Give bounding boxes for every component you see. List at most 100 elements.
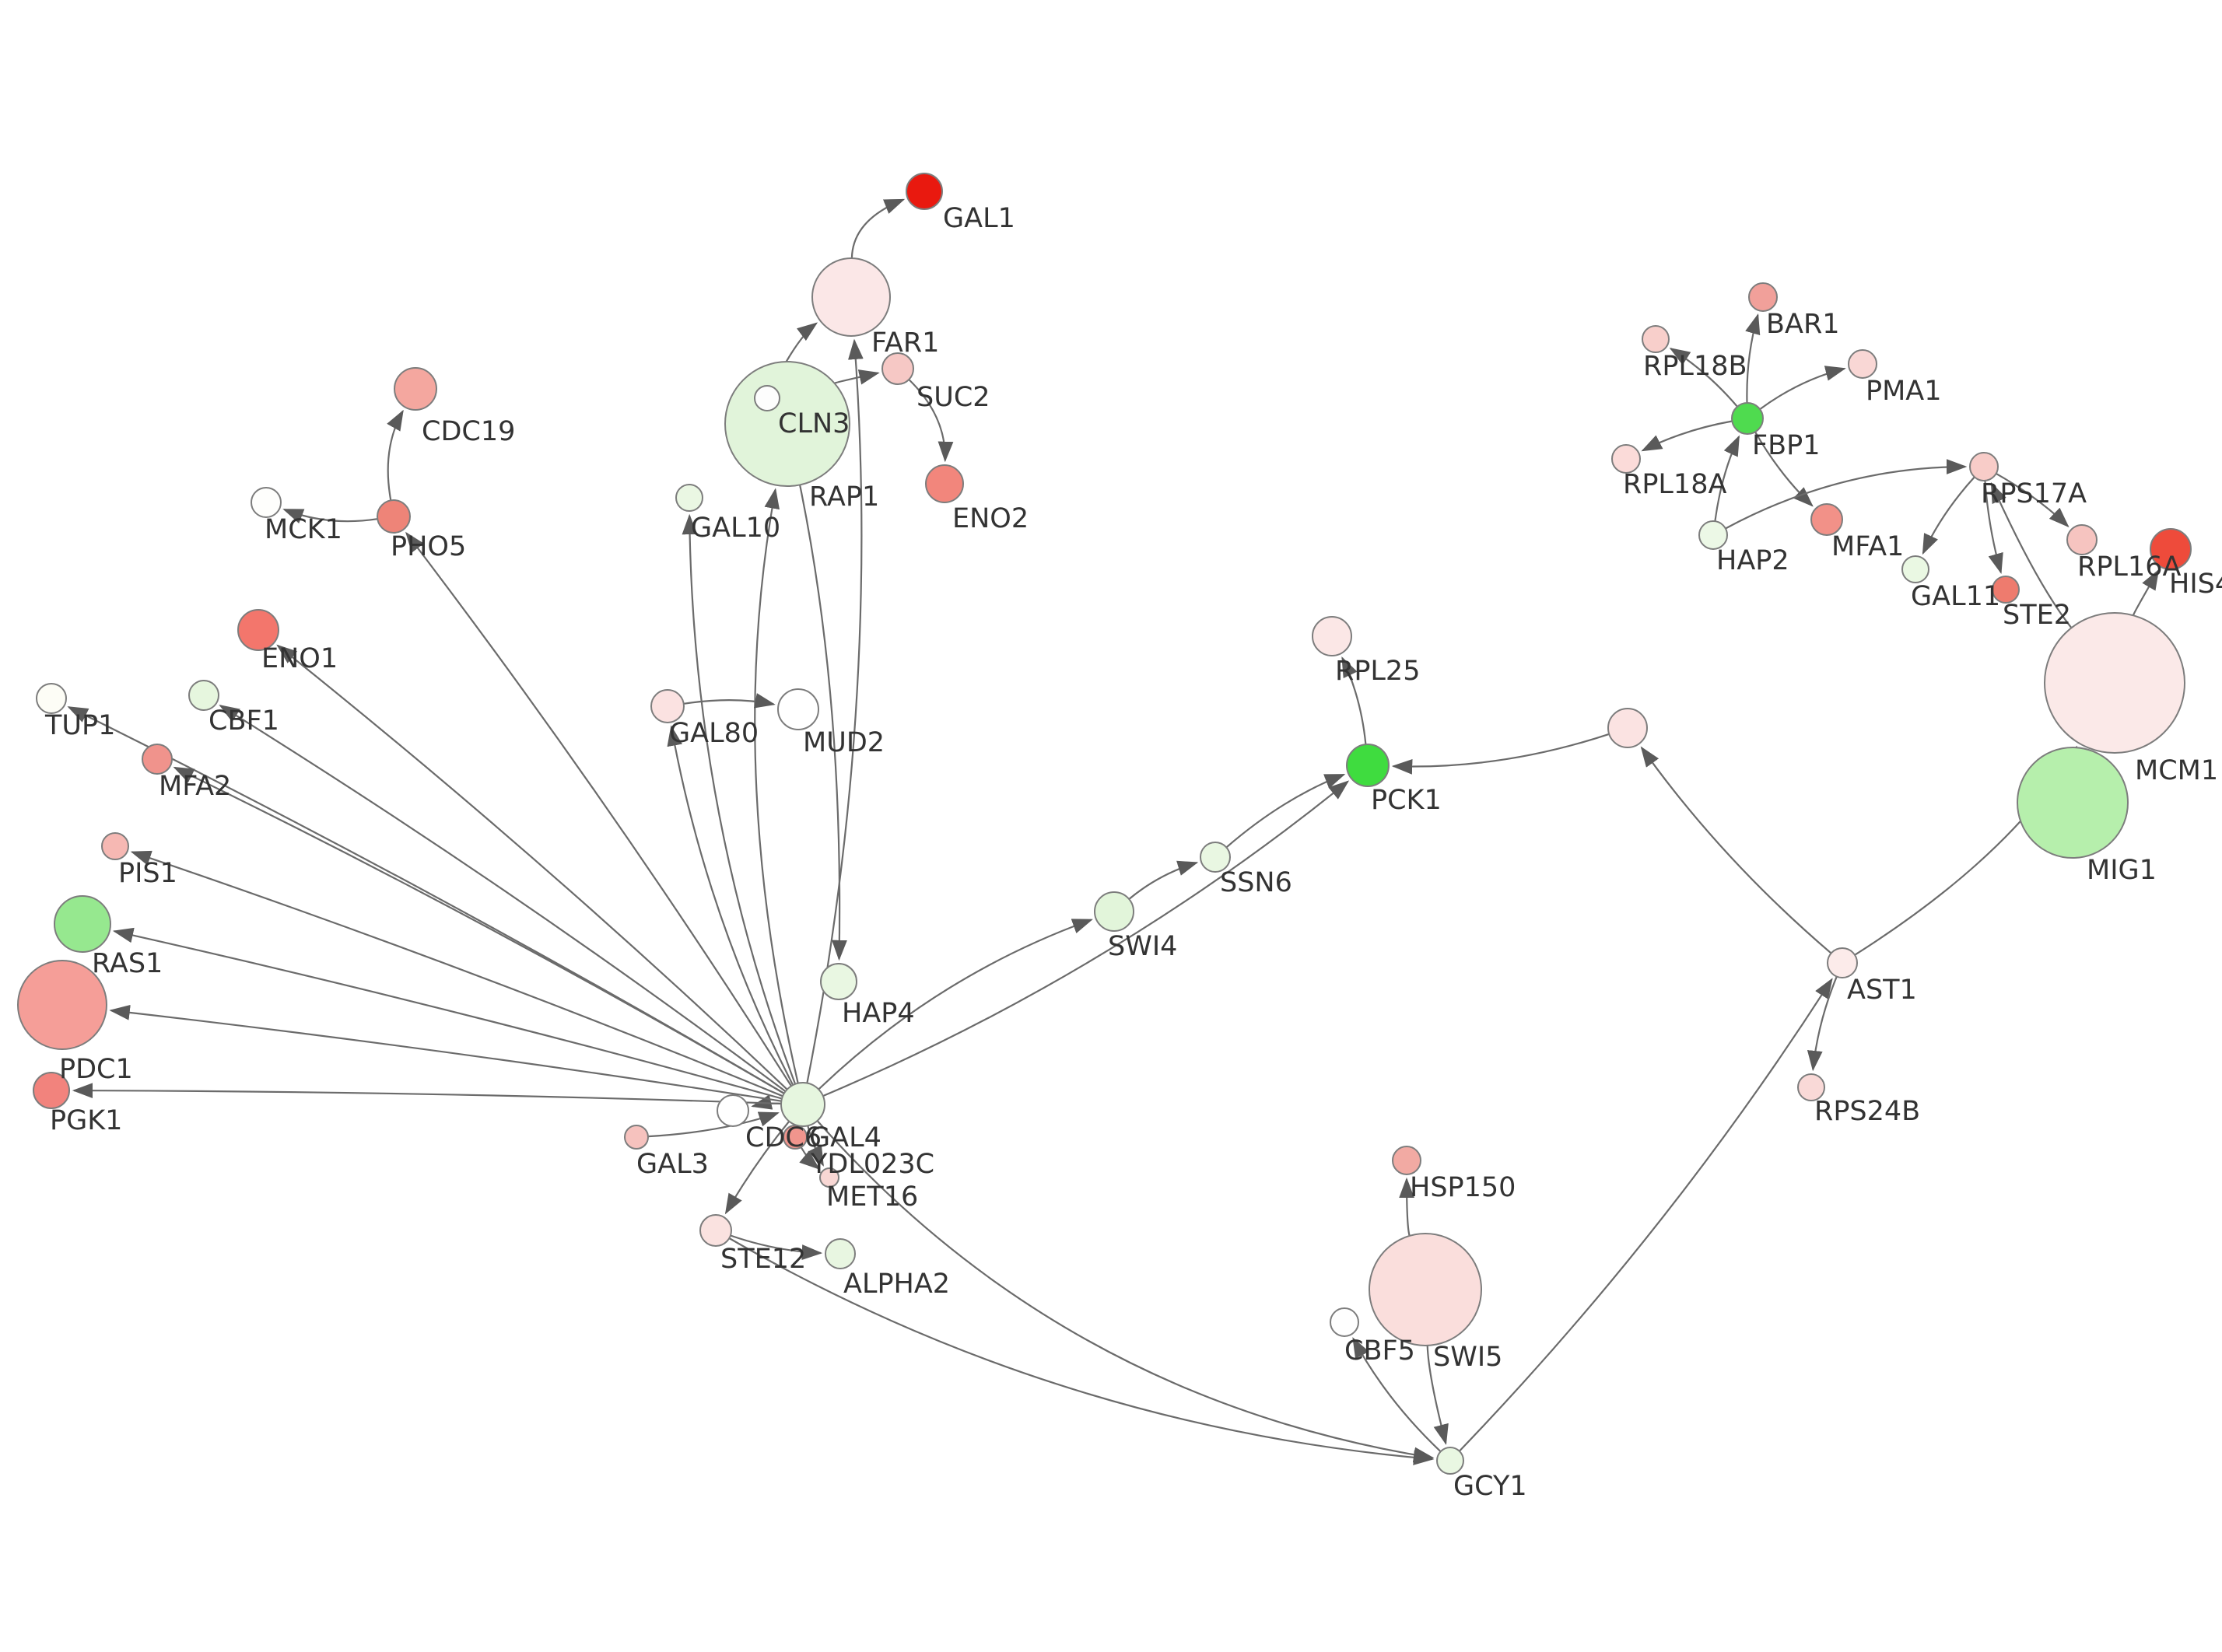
- edge-gal4-rap1[interactable]: [754, 488, 799, 1083]
- edge-fbp1-rpl18a[interactable]: [1641, 420, 1733, 452]
- edge-gal4-pis1[interactable]: [130, 850, 783, 1097]
- edge-gal4-pck1[interactable]: [822, 780, 1350, 1097]
- node-pma1[interactable]: [1848, 349, 1877, 379]
- edge-gal4-cbf1[interactable]: [219, 705, 787, 1093]
- edge-fbp1-bar1[interactable]: [1745, 313, 1761, 404]
- node-mck1[interactable]: [251, 487, 282, 518]
- edge-ast1-unnamed[interactable]: [1640, 746, 1832, 954]
- edge-gal4-ste12[interactable]: [724, 1121, 790, 1215]
- edge-ste12-gcy1[interactable]: [728, 1237, 1435, 1465]
- edge-unnamed-pck1[interactable]: [1391, 733, 1610, 775]
- edge-pho5-mck1[interactable]: [282, 508, 378, 523]
- edge-mcm1-his4[interactable]: [2132, 569, 2160, 616]
- node-ste12[interactable]: [699, 1214, 732, 1247]
- node-far1[interactable]: [811, 257, 891, 337]
- node-fbp1[interactable]: [1731, 402, 1764, 435]
- node-met16[interactable]: [819, 1167, 839, 1188]
- node-tup1[interactable]: [36, 683, 67, 714]
- node-suc2[interactable]: [881, 352, 914, 385]
- node-alpha2[interactable]: [825, 1238, 856, 1269]
- edge-gal4-eno1[interactable]: [276, 644, 788, 1090]
- node-ras1[interactable]: [54, 895, 111, 953]
- node-rps24b[interactable]: [1797, 1073, 1825, 1101]
- node-pho5[interactable]: [377, 499, 411, 534]
- edge-ast1-rps24b[interactable]: [1807, 976, 1838, 1072]
- edge-gal4-pho5[interactable]: [405, 531, 792, 1087]
- node-gal3[interactable]: [624, 1125, 649, 1150]
- node-mig1[interactable]: [2017, 747, 2129, 859]
- node-pgk1[interactable]: [33, 1072, 70, 1109]
- node-rpl18a[interactable]: [1611, 444, 1641, 474]
- node-rpl18b[interactable]: [1642, 325, 1670, 353]
- node-hap2[interactable]: [1698, 520, 1728, 550]
- edge-hap2-fbp1[interactable]: [1714, 435, 1740, 522]
- edge-gal4-ras1[interactable]: [112, 927, 783, 1100]
- edge-gal4-gal10[interactable]: [682, 513, 797, 1085]
- edge-fbp1-mfa1[interactable]: [1754, 431, 1814, 507]
- node-eno1[interactable]: [237, 609, 279, 651]
- node-mud2[interactable]: [777, 688, 819, 730]
- edge-gal4-gal80[interactable]: [667, 725, 794, 1086]
- edge-gcy1-cbf5[interactable]: [1352, 1337, 1442, 1453]
- edge-swi5-hsp150[interactable]: [1399, 1177, 1414, 1237]
- edge-fbp1-rpl18b[interactable]: [1669, 348, 1738, 408]
- edge-gal4-met16[interactable]: [807, 1125, 824, 1167]
- edge-gal3-gal4[interactable]: [647, 1111, 780, 1138]
- edge-mcm1-rps17a[interactable]: [1990, 481, 2073, 628]
- node-cdc6[interactable]: [717, 1094, 749, 1127]
- node-swi4[interactable]: [1094, 891, 1134, 932]
- edge-ydl023c-met16[interactable]: [799, 1146, 820, 1170]
- node-ydl023c[interactable]: [783, 1125, 808, 1150]
- edge-gal4-pdc1[interactable]: [109, 1004, 782, 1102]
- node-pdc1[interactable]: [17, 960, 107, 1050]
- node-gal80[interactable]: [650, 689, 685, 723]
- node-cdc19[interactable]: [394, 367, 437, 411]
- node-cbf5[interactable]: [1330, 1307, 1359, 1337]
- node-swi5[interactable]: [1369, 1233, 1482, 1346]
- edge-pck1-rpl25[interactable]: [1341, 656, 1367, 745]
- edge-rap1-hap4[interactable]: [799, 485, 847, 961]
- node-gcy1[interactable]: [1436, 1447, 1464, 1475]
- node-pis1[interactable]: [101, 832, 129, 860]
- node-his4[interactable]: [2150, 528, 2192, 570]
- edge-gal4-gcy1[interactable]: [816, 1120, 1435, 1463]
- edge-rps17a-gal11[interactable]: [1922, 476, 1975, 555]
- edge-fbp1-pma1[interactable]: [1759, 366, 1846, 410]
- node-rpl16a[interactable]: [2066, 524, 2098, 555]
- node-gal11[interactable]: [1901, 555, 1929, 583]
- node-hsp150[interactable]: [1392, 1146, 1421, 1175]
- node-cbf1[interactable]: [188, 680, 219, 711]
- edge-gal80-mud2[interactable]: [683, 693, 776, 709]
- edge-gcy1-ast1[interactable]: [1459, 978, 1833, 1452]
- node-gal1[interactable]: [906, 173, 943, 210]
- node-mcm1[interactable]: [2044, 612, 2185, 754]
- node-mfa1[interactable]: [1810, 503, 1843, 536]
- node-gal10[interactable]: [675, 484, 703, 512]
- edge-pho5-cdc19[interactable]: [387, 409, 404, 501]
- node-ssn6[interactable]: [1200, 842, 1231, 873]
- edge-suc2-eno2[interactable]: [908, 379, 954, 463]
- edge-rps17a-ste2[interactable]: [1984, 480, 2003, 575]
- node-eno2[interactable]: [925, 464, 964, 503]
- edge-swi5-gcy1[interactable]: [1426, 1345, 1449, 1445]
- edge-gal4-tup1[interactable]: [67, 706, 785, 1094]
- node-rpl25[interactable]: [1312, 616, 1352, 656]
- edge-far1-gal1[interactable]: [850, 198, 906, 259]
- edge-gal4-mfa2[interactable]: [173, 766, 785, 1094]
- node-cln3[interactable]: [754, 385, 780, 411]
- node-hap4[interactable]: [820, 963, 857, 1000]
- edge-gal4-swi4[interactable]: [818, 919, 1093, 1090]
- node-ste2[interactable]: [1992, 576, 2020, 604]
- node-rps17a[interactable]: [1969, 452, 1999, 481]
- node-gal4[interactable]: [780, 1082, 825, 1127]
- edge-ste12-alpha2[interactable]: [730, 1234, 823, 1260]
- node-ast1[interactable]: [1827, 947, 1858, 978]
- node-unlabeled[interactable]: [1607, 708, 1648, 748]
- edge-hap2-rps17a[interactable]: [1725, 459, 1968, 530]
- edge-gal4-pgk1[interactable]: [72, 1083, 782, 1105]
- node-pck1[interactable]: [1346, 744, 1390, 787]
- node-bar1[interactable]: [1748, 282, 1778, 312]
- node-mfa2[interactable]: [142, 744, 173, 775]
